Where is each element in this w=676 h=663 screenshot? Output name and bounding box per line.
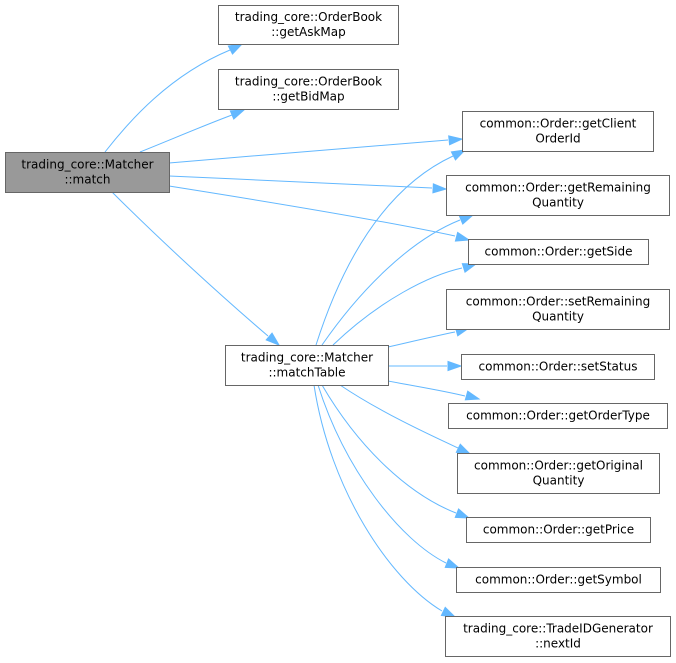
node-setStatus[interactable]: common::Order::setStatus <box>461 354 655 380</box>
node-label-line: trading_core::OrderBook <box>235 10 382 24</box>
node-label-line: ::matchTable <box>268 366 345 380</box>
arrowhead-icon <box>447 360 463 372</box>
arrowhead-icon <box>440 606 457 618</box>
arrowhead-icon <box>450 149 467 161</box>
node-label-line: Quantity <box>532 310 584 324</box>
edge-line <box>315 155 454 346</box>
edge-match-to-getSide <box>168 185 471 242</box>
arrowhead-icon <box>454 231 471 242</box>
edge-line <box>317 384 447 564</box>
node-label-line: ::match <box>64 173 110 187</box>
edge-line <box>313 384 443 612</box>
edge-line <box>387 331 456 348</box>
node-box[interactable] <box>456 567 661 593</box>
edges-layer <box>104 43 481 618</box>
node-box[interactable] <box>446 175 670 216</box>
node-box[interactable] <box>225 345 389 386</box>
node-label-line: trading_core::TradeIDGenerator <box>463 622 653 636</box>
edge-match-to-getBidMap <box>139 109 246 153</box>
node-label-line: ::getAskMap <box>271 25 346 39</box>
edge-matchTable-to-getClientOrderId <box>315 149 467 346</box>
edge-line <box>321 384 457 514</box>
node-box[interactable] <box>466 517 651 543</box>
node-getOrderType[interactable]: common::Order::getOrderType <box>448 403 668 429</box>
node-label-line: common::Order::getSymbol <box>475 573 642 587</box>
node-box[interactable] <box>457 453 660 494</box>
edge-match-to-getRemainingQuantity <box>168 175 448 194</box>
arrowhead-icon <box>458 214 475 225</box>
node-label-line: trading_core::OrderBook <box>235 75 382 89</box>
node-getAskMap[interactable]: trading_core::OrderBook::getAskMap <box>218 5 399 45</box>
node-nextId[interactable]: trading_core::TradeIDGenerator::nextId <box>445 616 671 657</box>
arrowhead-icon <box>448 135 464 146</box>
node-box[interactable] <box>445 616 671 657</box>
node-label-line: common::Order::getOrderType <box>466 409 650 423</box>
edge-line <box>104 49 231 153</box>
arrowhead-icon <box>229 109 246 120</box>
arrowhead-icon <box>432 183 448 194</box>
node-getSide[interactable]: common::Order::getSide <box>468 239 649 265</box>
edge-matchTable-to-setStatus <box>388 360 463 372</box>
edge-line <box>139 114 233 153</box>
node-label-line: Quantity <box>532 196 584 210</box>
node-box[interactable] <box>448 403 668 429</box>
edge-match-to-matchTable <box>111 191 281 346</box>
edge-line <box>339 384 459 449</box>
edge-matchTable-to-getSymbol <box>317 384 461 569</box>
node-box[interactable] <box>446 289 670 330</box>
edge-matchTable-to-nextId <box>313 384 457 618</box>
edge-line <box>168 175 433 189</box>
node-label-line: common::Order::getSide <box>485 245 633 259</box>
arrowhead-icon <box>227 43 244 55</box>
node-label-line: trading_core::Matcher <box>241 351 373 365</box>
node-label-line: common::Order::getRemaining <box>465 181 651 195</box>
edge-line <box>332 267 463 346</box>
edge-line <box>168 139 449 164</box>
edge-matchTable-to-getOrderType <box>387 380 481 401</box>
node-label-line: common::Order::setRemaining <box>466 295 650 309</box>
node-getSymbol[interactable]: common::Order::getSymbol <box>456 567 661 593</box>
node-getBidMap[interactable]: trading_core::OrderBook::getBidMap <box>218 69 399 110</box>
edge-line <box>168 185 456 237</box>
node-box[interactable] <box>462 111 654 152</box>
node-box[interactable] <box>218 5 399 45</box>
arrowhead-icon <box>454 508 471 519</box>
node-label-line: Quantity <box>533 474 585 488</box>
arrowhead-icon <box>455 443 472 455</box>
edge-line <box>387 380 466 397</box>
node-matchTable[interactable]: trading_core::Matcher::matchTable <box>225 345 389 386</box>
arrowhead-icon <box>265 332 281 346</box>
edge-match-to-getClientOrderId <box>168 135 464 164</box>
node-box[interactable] <box>461 354 655 380</box>
node-label-line: common::Order::getOriginal <box>474 459 643 473</box>
arrowhead-icon <box>444 558 461 569</box>
node-label-line: trading_core::Matcher <box>21 158 153 172</box>
edge-line <box>321 219 461 346</box>
node-label-line: common::Order::getPrice <box>483 523 634 537</box>
node-match[interactable]: trading_core::Matcher::match <box>5 152 170 193</box>
node-label-line: OrderId <box>535 132 580 146</box>
node-label-line: ::nextId <box>535 637 581 651</box>
edge-matchTable-to-setRemainingQuantity <box>387 326 471 348</box>
node-box[interactable] <box>5 152 170 193</box>
nodes-layer: trading_core::Matcher::matchtrading_core… <box>5 5 671 657</box>
node-label-line: common::Order::getClient <box>480 117 637 131</box>
arrowhead-icon <box>464 390 481 401</box>
node-box[interactable] <box>218 69 399 110</box>
node-getPrice[interactable]: common::Order::getPrice <box>466 517 651 543</box>
edge-line <box>111 191 269 337</box>
node-label-line: common::Order::setStatus <box>479 360 638 374</box>
edge-matchTable-to-getPrice <box>321 384 471 519</box>
node-box[interactable] <box>468 239 649 265</box>
node-label-line: ::getBidMap <box>272 90 344 104</box>
